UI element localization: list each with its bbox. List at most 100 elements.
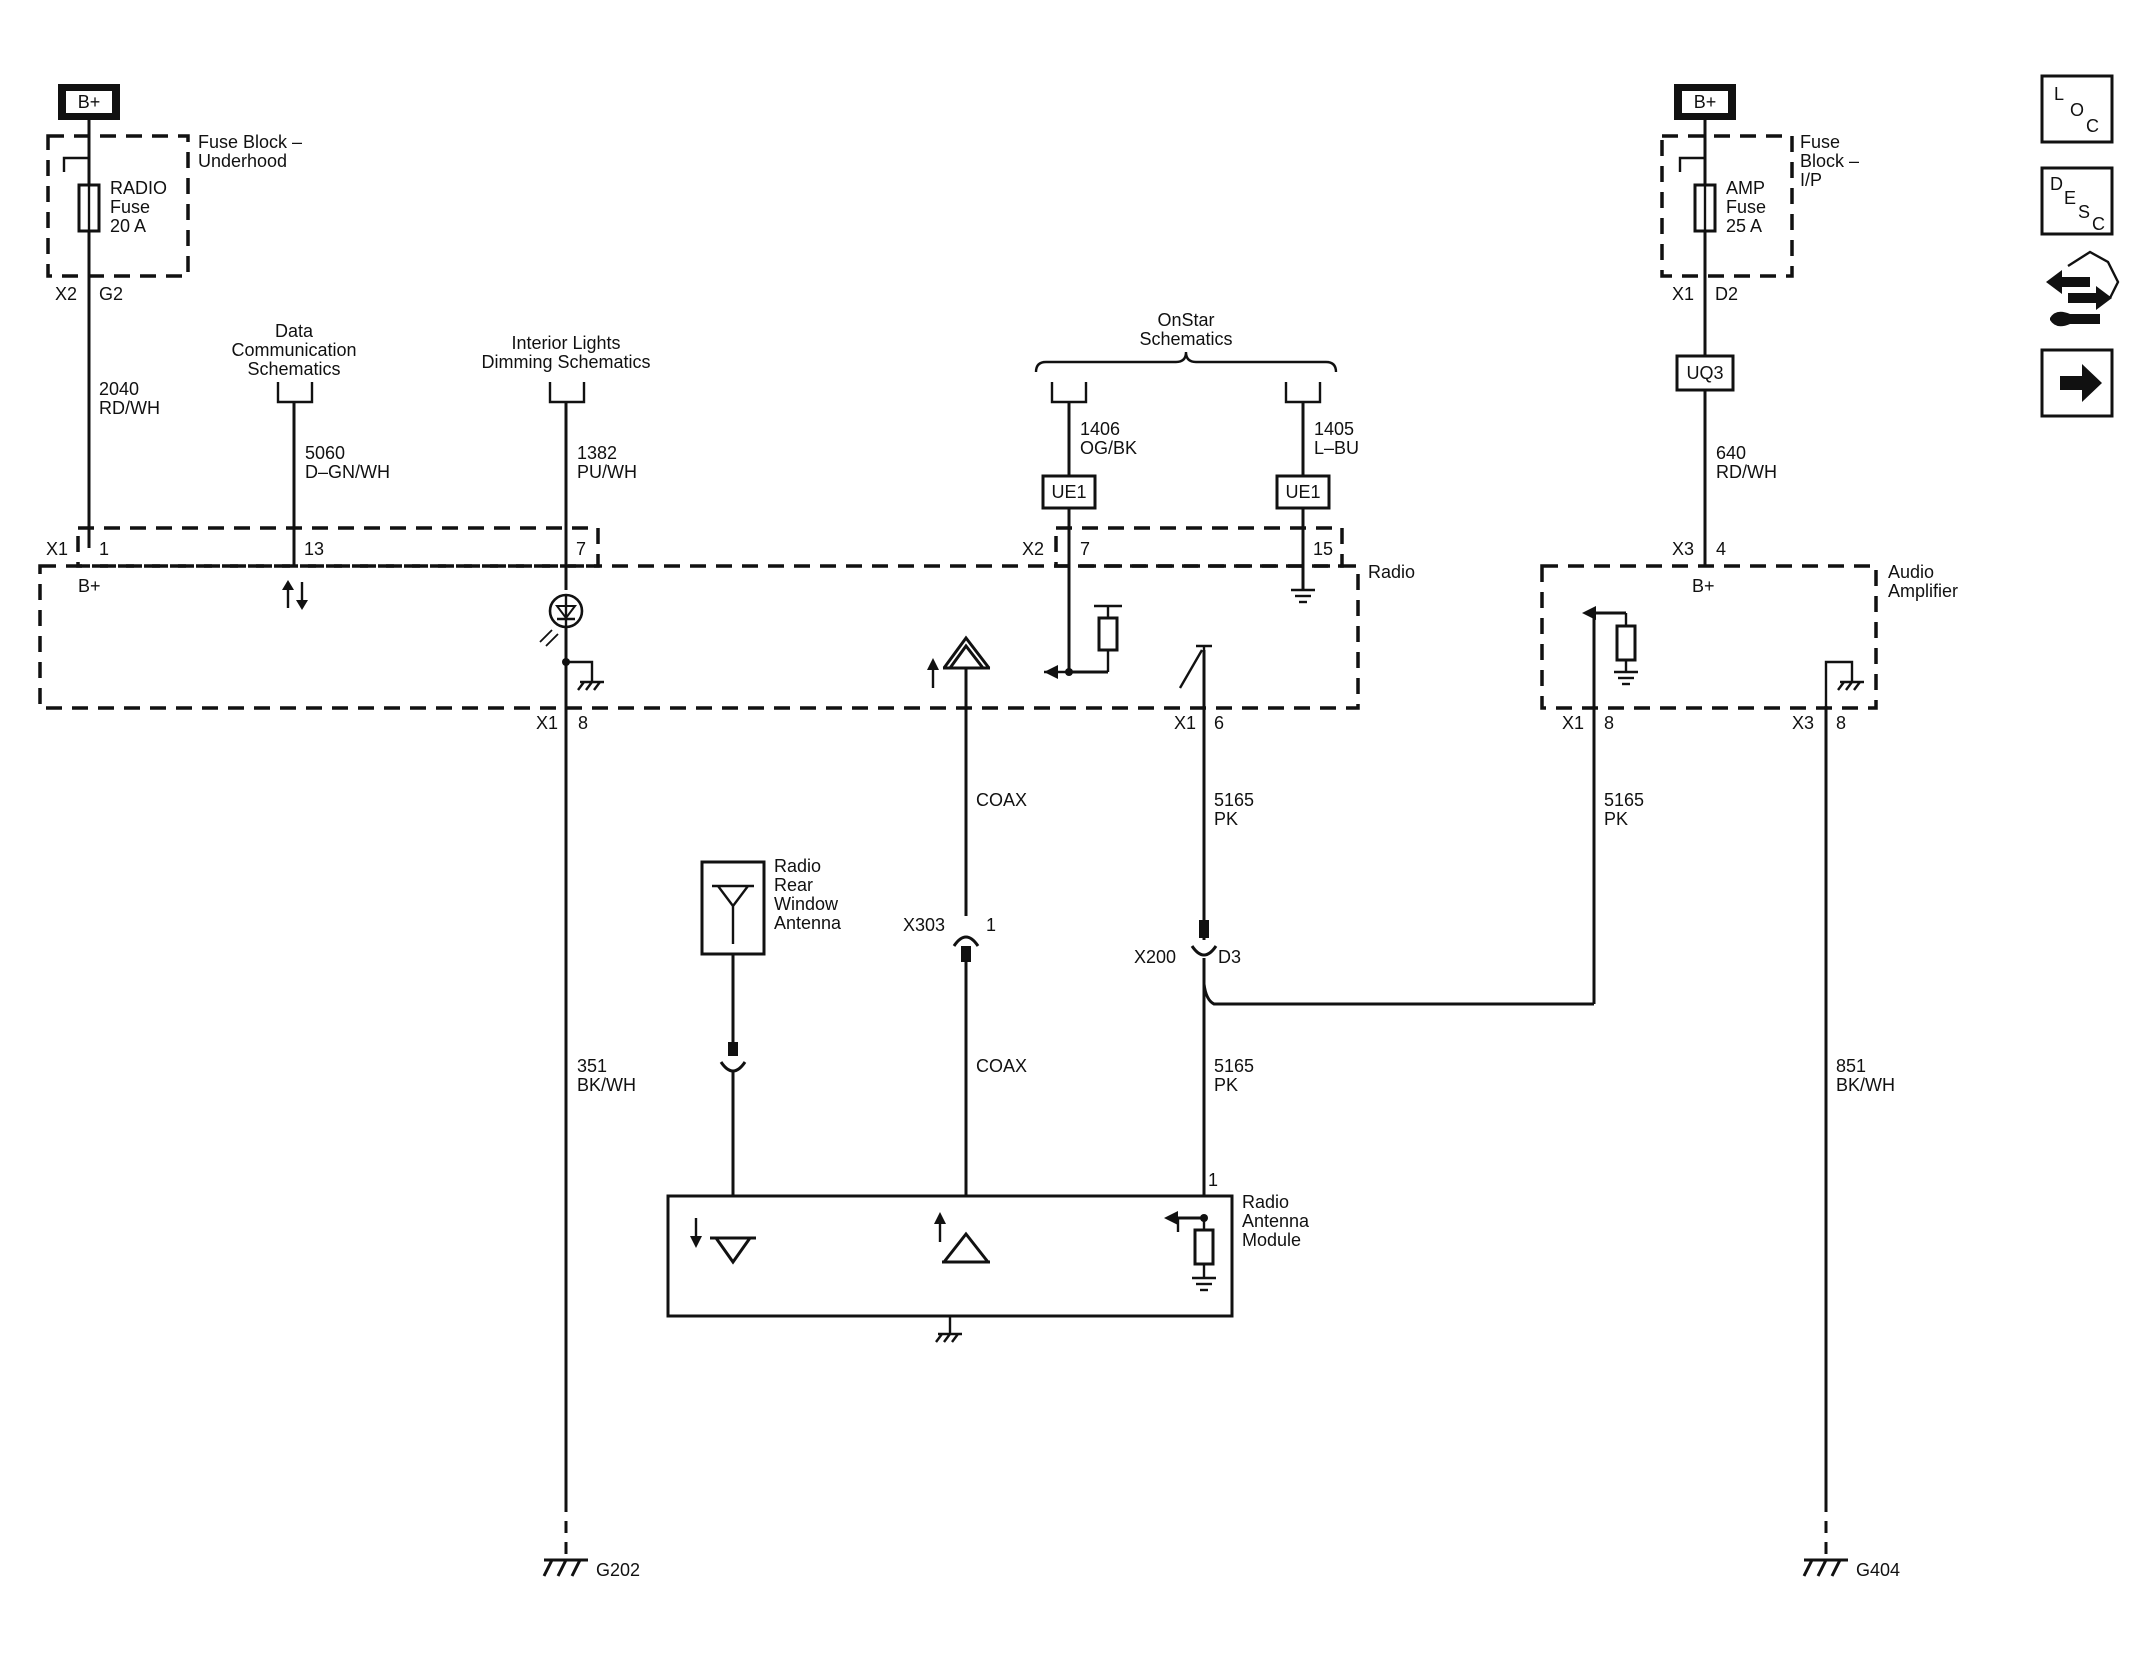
splice-wire-to-amplifier <box>1202 958 1594 1006</box>
diagram-label: 640 <box>1716 443 1746 463</box>
desc-icon[interactable]: D E S C <box>2040 166 2114 236</box>
radio-pullup-resistor <box>1097 616 1119 652</box>
diagram-label: 8 <box>1604 713 1614 733</box>
diagram-label: B+ <box>78 92 101 112</box>
diagram-label: E <box>2064 188 2076 208</box>
diagram-label: 1406 <box>1080 419 1120 439</box>
diagram-label: 1405 <box>1314 419 1354 439</box>
fuse-block-ip <box>1660 134 1794 278</box>
diagram-label: 351 <box>577 1056 607 1076</box>
diagram-label: 5165 <box>1604 790 1644 810</box>
diagram-label: Communication <box>231 340 356 360</box>
diagram-label: Fuse Block – <box>198 132 302 152</box>
onstar-bracket-1 <box>1050 382 1088 404</box>
diagram-label: RD/WH <box>99 398 160 418</box>
diagram-label: AMP <box>1726 178 1765 198</box>
diagram-label: Radio <box>1242 1192 1289 1212</box>
audio-amplifier-outline <box>1540 564 1878 710</box>
loc-icon[interactable]: L O C <box>2040 74 2114 144</box>
diagram-label: X303 <box>903 915 945 935</box>
diagram-label: Window <box>774 894 839 914</box>
diagram-label: 5165 <box>1214 790 1254 810</box>
diagram-label: 6 <box>1214 713 1224 733</box>
diagram-label: 7 <box>1080 539 1090 559</box>
inline-uq3: UQ3 <box>1675 354 1735 392</box>
diagram-label: X200 <box>1134 947 1176 967</box>
diagram-label: 2040 <box>99 379 139 399</box>
diagram-label: Audio <box>1888 562 1934 582</box>
diagram-label: Fuse <box>1726 197 1766 217</box>
diagram-label: COAX <box>976 790 1027 810</box>
diagram-label: 8 <box>578 713 588 733</box>
diagram-label: 25 A <box>1726 216 1762 236</box>
diagram-label: B+ <box>1692 576 1715 596</box>
diagram-label: Module <box>1242 1230 1301 1250</box>
connector-x200 <box>1190 945 1218 957</box>
diagram-label: Data <box>275 321 314 341</box>
diagram-label: X1 <box>1174 713 1196 733</box>
fuse-block-underhood <box>46 134 190 278</box>
bus-bar-left <box>62 156 89 172</box>
diagram-label: 1 <box>986 915 996 935</box>
diagram-label: Amplifier <box>1888 581 1958 601</box>
diagram-label: RD/WH <box>1716 462 1777 482</box>
diagram-label: X2 <box>55 284 77 304</box>
diagram-label: PK <box>1604 809 1628 829</box>
diagram-label: G202 <box>596 1560 640 1580</box>
diagram-label: COAX <box>976 1056 1027 1076</box>
onstar-bracket-2 <box>1284 382 1322 404</box>
diagram-label: 15 <box>1313 539 1333 559</box>
dimming-lamp-icon <box>539 593 584 647</box>
radio-x1-connector-outline <box>76 526 600 568</box>
inline-ue1-b: UE1 <box>1275 474 1331 510</box>
interior-lights-reference-bracket <box>548 382 586 404</box>
diagram-label: L–BU <box>1314 438 1359 458</box>
diagram-label: PK <box>1214 1075 1238 1095</box>
diagram-label: X2 <box>1022 539 1044 559</box>
diagram-label: B+ <box>78 576 101 596</box>
radio-internal-ground <box>566 660 594 682</box>
diagram-label: D <box>2050 174 2063 194</box>
diagram-label: Fuse <box>110 197 150 217</box>
diagram-label: B+ <box>1694 92 1717 112</box>
module-rear-antenna-input <box>690 1218 756 1265</box>
diagram-label: 5060 <box>305 443 345 463</box>
diagram-label: G2 <box>99 284 123 304</box>
diagram-label: Interior Lights <box>511 333 620 353</box>
diagram-label: X1 <box>1672 284 1694 304</box>
diagram-label: C <box>2086 116 2099 136</box>
diagram-label: G404 <box>1856 1560 1900 1580</box>
diagram-label: 1 <box>99 539 109 559</box>
module-coax-output <box>934 1212 990 1264</box>
bidirectional-data-icon <box>282 580 308 610</box>
diagram-label: UQ3 <box>1686 363 1723 383</box>
diagram-label: BK/WH <box>1836 1075 1895 1095</box>
diagram-label: 7 <box>576 539 586 559</box>
diagram-label: 13 <box>304 539 324 559</box>
diagram-label: 851 <box>1836 1056 1866 1076</box>
diagram-label: D3 <box>1218 947 1241 967</box>
diagram-label: I/P <box>1800 170 1822 190</box>
connector-repair-icon[interactable] <box>2046 250 2120 327</box>
diagram-label: L <box>2054 84 2064 104</box>
diagram-label: Underhood <box>198 151 287 171</box>
diagram-label: X1 <box>46 539 68 559</box>
diagram-label: OG/BK <box>1080 438 1137 458</box>
diagram-label: 4 <box>1716 539 1726 559</box>
ground-g202 <box>542 1558 588 1577</box>
radio-x2-connector-outline <box>1054 526 1344 568</box>
diagram-label: PU/WH <box>577 462 637 482</box>
next-arrow-icon[interactable] <box>2040 348 2114 418</box>
onstar-reference-brace <box>1034 351 1338 373</box>
diagram-label: OnStar <box>1157 310 1214 330</box>
diagram-label: D2 <box>1715 284 1738 304</box>
diagram-label: RADIO <box>110 178 167 198</box>
data-comm-reference-bracket <box>276 382 314 404</box>
diagram-label: Dimming Schematics <box>481 352 650 372</box>
diagram-label: Rear <box>774 875 813 895</box>
battery-source-left: B+ <box>58 84 120 120</box>
diagram-label: 1 <box>1208 1170 1218 1190</box>
ground-g404 <box>1802 1558 1848 1577</box>
diagram-label: C <box>2092 214 2105 234</box>
